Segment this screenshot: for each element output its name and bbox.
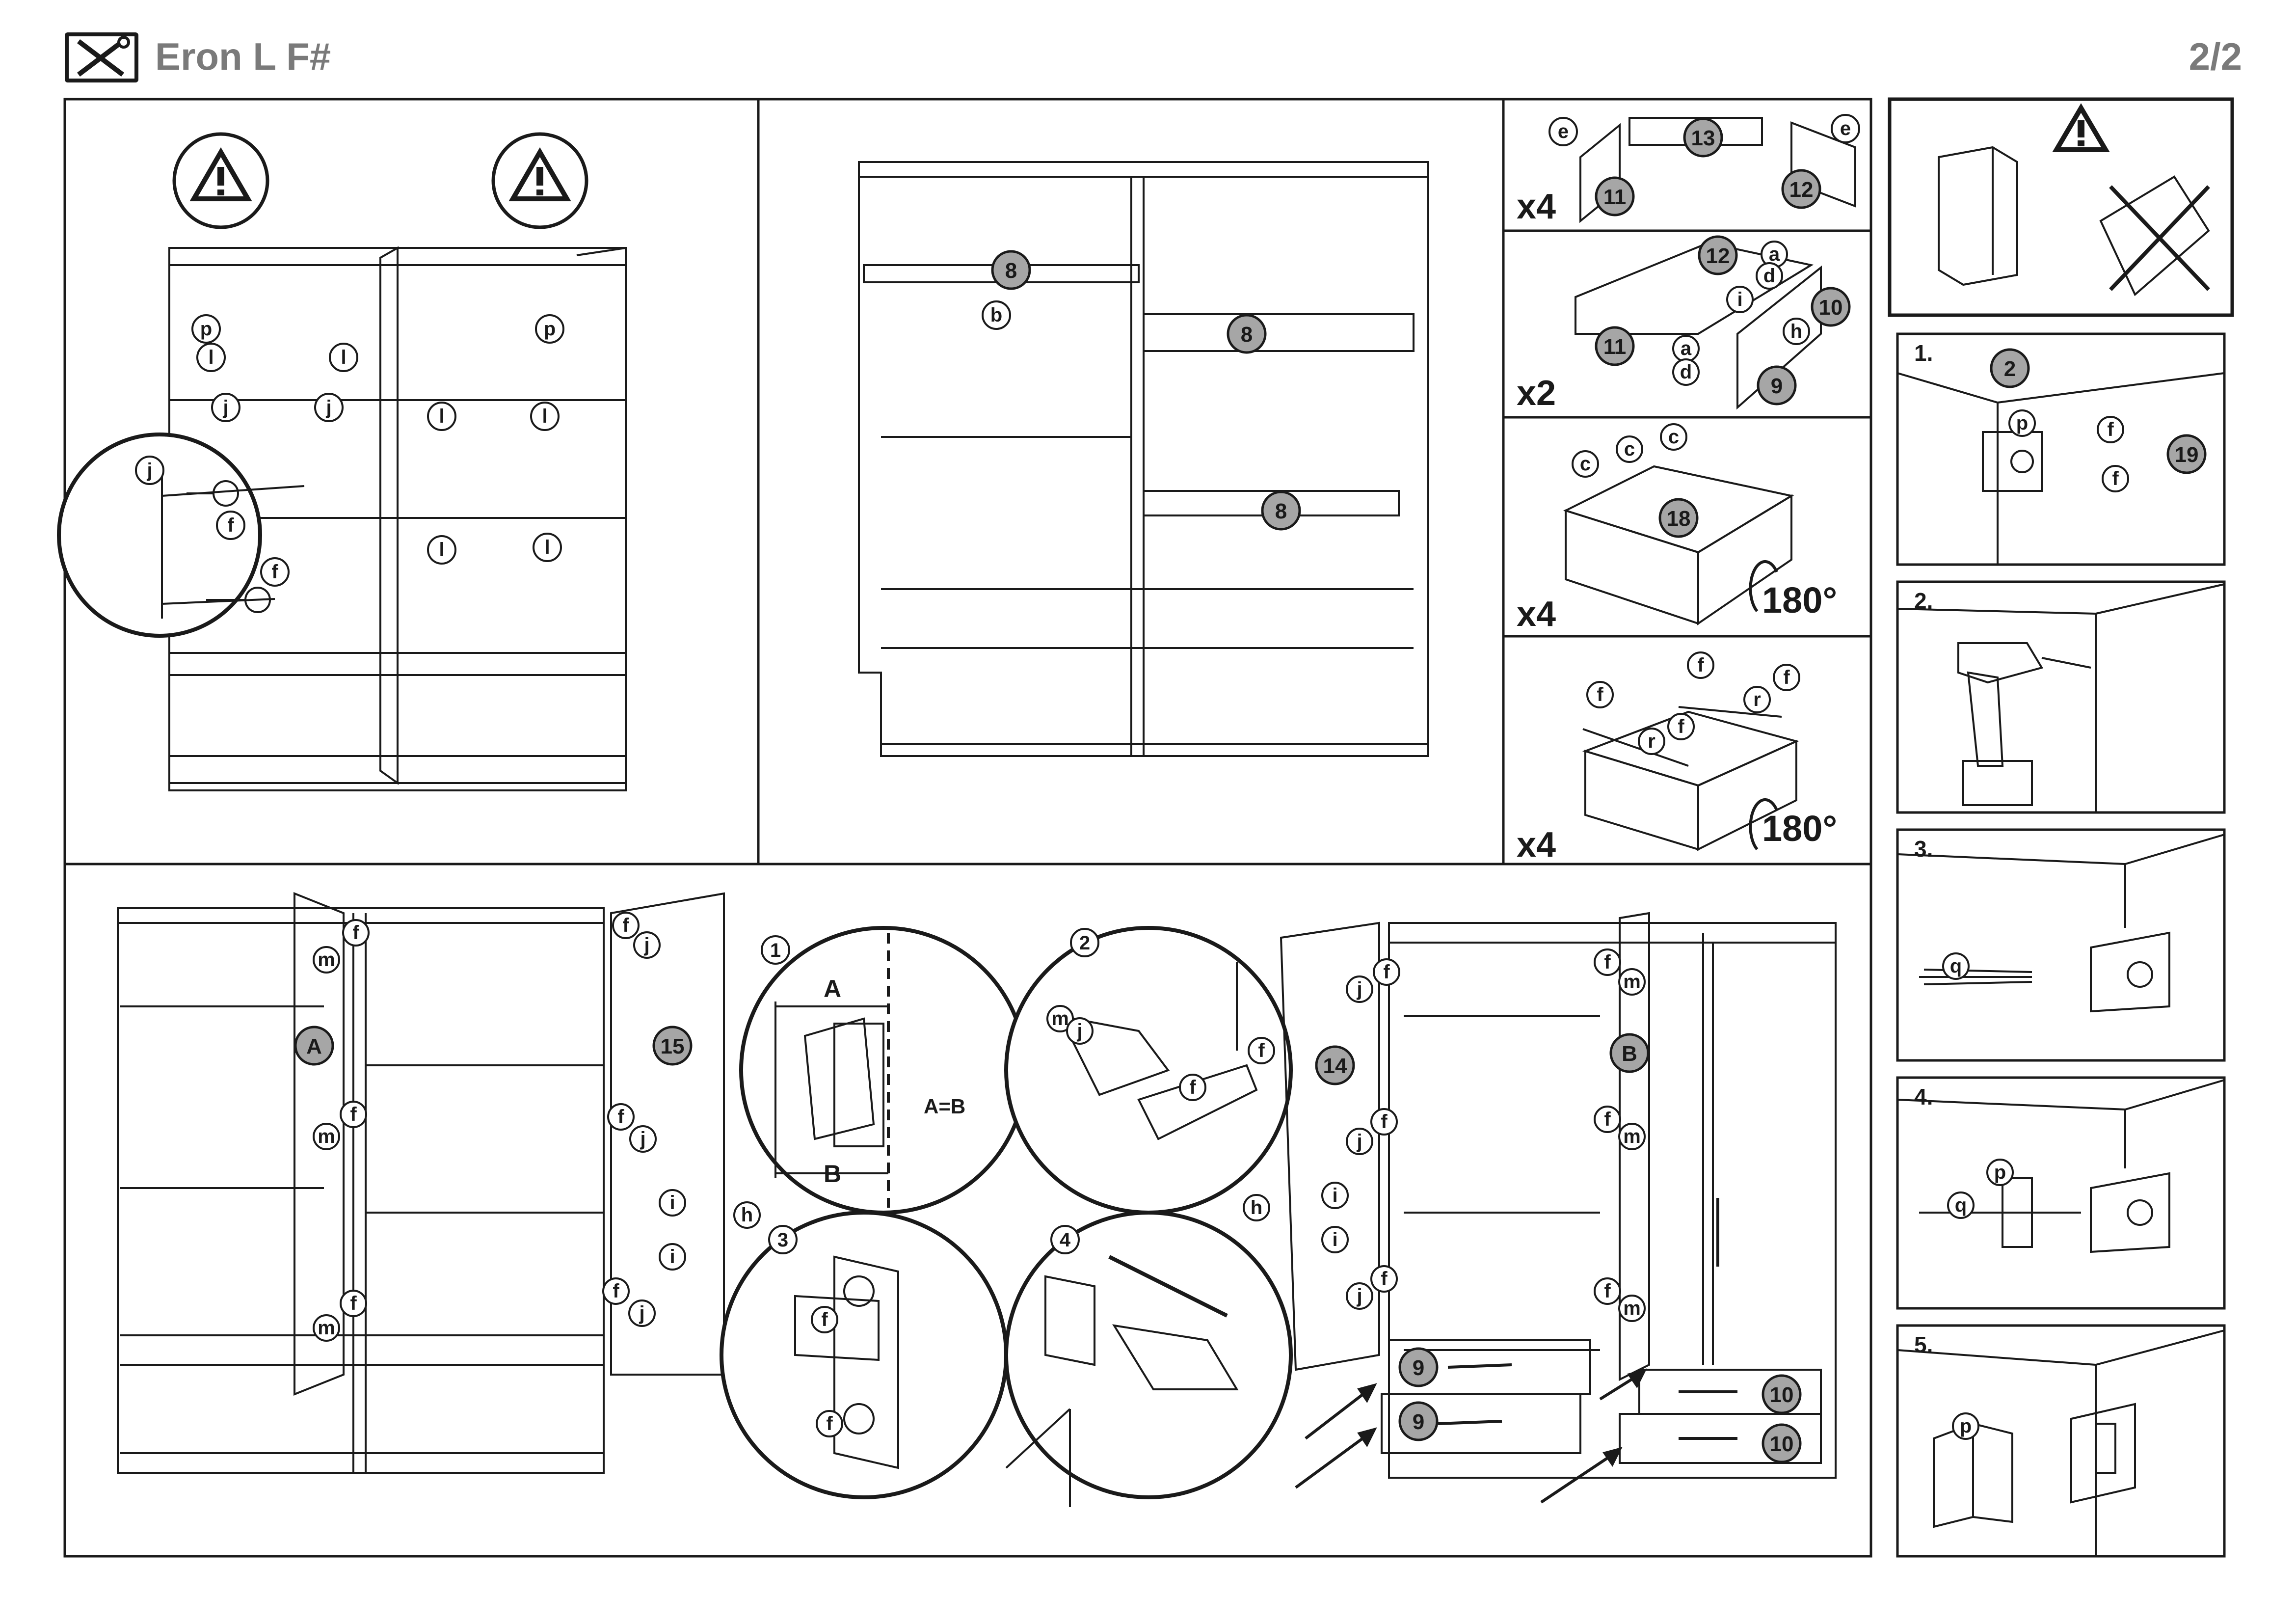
step-number: 2. [1914,588,1933,614]
rotation-label: 180° [1762,808,1838,849]
quantity-label: x4 [1517,825,1556,865]
step-number: 1. [1914,340,1933,366]
wardrobe-doors-drawing [117,892,725,1474]
step-number: 3. [1914,836,1933,862]
drawer-parts-drawing [1563,117,1856,851]
quantity-label: x4 [1517,187,1556,226]
equation-label: A=B [924,1095,966,1118]
step-number: 4. [1914,1084,1933,1110]
hinge-detail-circles [720,926,1293,1499]
wardrobe-drawers-drawing [1280,912,1837,1479]
rotation-label: 180° [1762,580,1838,621]
tools-icon [65,32,138,82]
carcass-frame-drawing [858,161,1429,757]
document-title: Eron L F# [155,35,331,78]
wall-mount-sketches [1897,146,2225,1556]
step-number: 5. [1914,1332,1933,1357]
quantity-label: x2 [1517,374,1556,413]
page-number: 2/2 [2189,35,2242,78]
measure-b-label: B [824,1160,842,1188]
quantity-label: x4 [1517,595,1556,634]
measure-a-label: A [824,975,842,1002]
